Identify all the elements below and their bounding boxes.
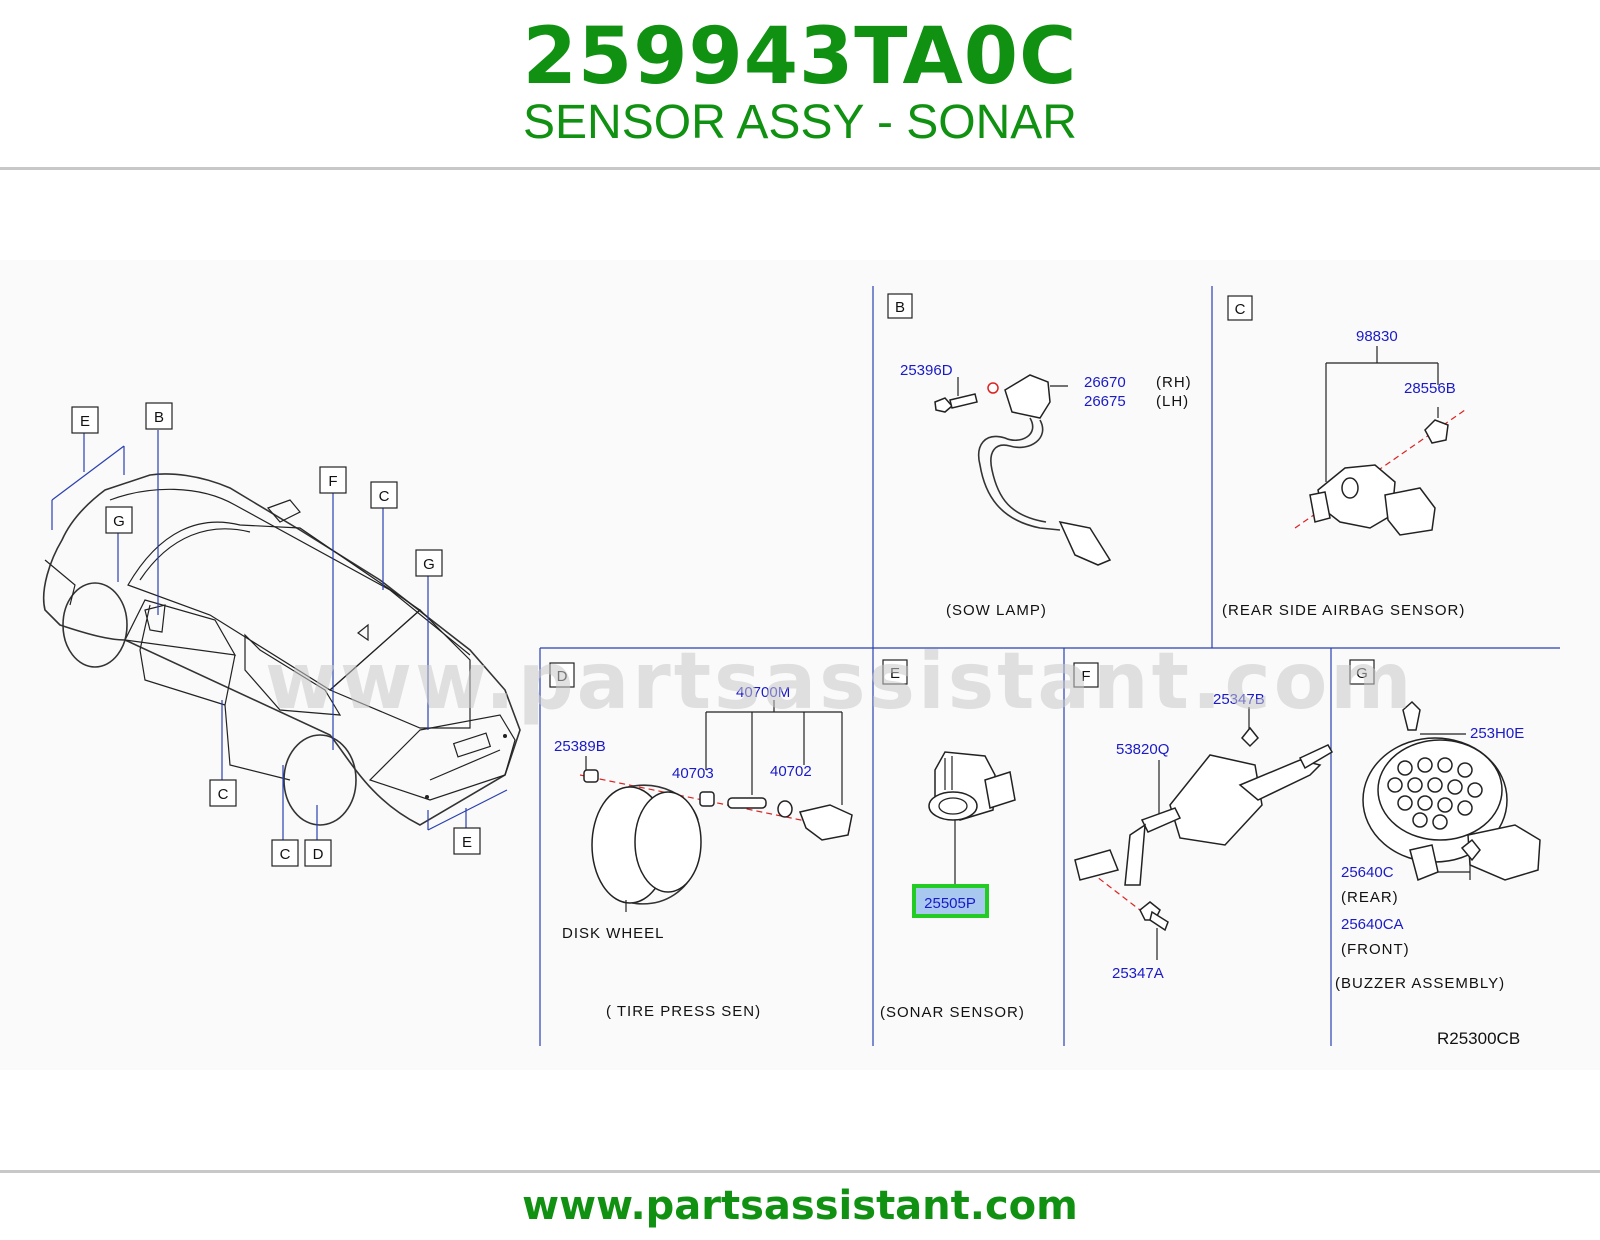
note-rear: (REAR) (1341, 889, 1399, 906)
height-sensor-part (1074, 744, 1334, 886)
callout-box-b: B (145, 402, 173, 430)
valve-stem-shape (727, 797, 767, 809)
callout-box-e-top: E (71, 406, 99, 434)
svg-text:G: G (113, 513, 125, 530)
diagram-background (0, 260, 1600, 1070)
panel-e-letter-box (882, 659, 908, 685)
part-26675[interactable]: 26675 (1084, 393, 1126, 410)
sonar-sensor-part (928, 751, 1016, 821)
panel-c: C 98830 28556B (REAR SIDE AIRBAG SENSOR) (1222, 295, 1466, 619)
airbag-sensor-part (1309, 419, 1449, 536)
callout-box-g-right: G (415, 549, 443, 577)
disk-wheel-part (591, 784, 702, 905)
svg-text:D: D (313, 846, 324, 863)
vehicle-illustration (42, 473, 521, 826)
part-25640c[interactable]: 25640C (1341, 864, 1394, 881)
panel-borders (539, 286, 1560, 1046)
svg-text:C: C (218, 786, 229, 803)
watermark: www.partsassistant.com (265, 637, 1415, 727)
callout-box-g-left: G (105, 506, 133, 534)
note-front: (FRONT) (1341, 941, 1410, 958)
panel-d-letter-box (549, 662, 575, 688)
callout-box-c-bottom: C (271, 839, 299, 867)
nut-25347b-shape (1240, 726, 1260, 748)
svg-text:E: E (80, 413, 90, 430)
panel-b-letter: B (895, 299, 905, 316)
part-25389b[interactable]: 25389B (554, 738, 606, 755)
part-25640ca[interactable]: 25640CA (1341, 916, 1404, 933)
panel-f-letter: F (1081, 668, 1090, 685)
vehicle-callout-lines (51, 430, 508, 840)
footer-url-link[interactable]: www.partsassistant.com (522, 1183, 1078, 1229)
panel-d-caption: ( TIRE PRESS SEN) (606, 1003, 761, 1020)
header-divider (0, 167, 1600, 170)
clip-253h0e-shape (1402, 700, 1421, 731)
disk-wheel-label: DISK WHEEL (562, 925, 665, 942)
part-40703[interactable]: 40703 (672, 765, 714, 782)
callout-box-e-bottom: E (453, 827, 481, 855)
bolt-25347a-shank (1149, 910, 1169, 932)
part-25347a[interactable]: 25347A (1112, 965, 1164, 982)
note-rh: (RH) (1156, 374, 1192, 391)
part-40703-shape (699, 791, 715, 807)
svg-text:G: G (423, 556, 435, 573)
part-40702[interactable]: 40702 (770, 763, 812, 780)
panel-d-letter: D (557, 668, 568, 685)
svg-text:C: C (280, 846, 291, 863)
tpms-sensor-shape (798, 804, 853, 841)
callout-box-c-top: C (370, 481, 398, 509)
valve-cap-25389b (583, 769, 599, 783)
panel-e: E 25505P (SONAR SENSOR) (880, 659, 1025, 1021)
panel-g-letter-box (1349, 659, 1375, 685)
panel-c-letter-box (1227, 295, 1253, 321)
panel-f-letter-box (1073, 662, 1099, 688)
note-lh: (LH) (1156, 393, 1189, 410)
highlight-25505p (912, 884, 989, 918)
panel-e-letter: E (890, 665, 900, 682)
parts-diagram: E B G F C G C C D E B (0, 260, 1600, 1070)
part-number-title: 259943TA0C (522, 12, 1078, 102)
panel-g: G 253H0E 25640C (REA (1335, 659, 1541, 992)
svg-text:F: F (328, 473, 337, 490)
svg-text:B: B (154, 409, 164, 426)
footer-divider (0, 1170, 1600, 1173)
clip-25640c-shape (1460, 838, 1481, 862)
part-25505p[interactable]: 25505P (924, 895, 976, 912)
header: 259943TA0C SENSOR ASSY - SONAR (0, 0, 1600, 168)
part-25396d[interactable]: 25396D (900, 362, 953, 379)
drawing-code: R25300CB (1437, 1029, 1520, 1048)
panel-c-letter: C (1235, 301, 1246, 318)
callout-box-c-side: C (209, 779, 237, 807)
panel-d: D 40700M 25389B 40703 40702 DISK WHEEL (… (549, 662, 853, 1020)
panel-f: F 25347B 53820Q 25347A (1073, 662, 1334, 982)
part-25347b[interactable]: 25347B (1213, 691, 1265, 708)
panel-c-caption: (REAR SIDE AIRBAG SENSOR) (1222, 602, 1465, 619)
part-253h0e[interactable]: 253H0E (1470, 725, 1524, 742)
panel-g-letter: G (1356, 665, 1368, 682)
panel-b-letter-box (887, 293, 913, 319)
sow-lamp-part (978, 374, 1112, 566)
part-description: SENSOR ASSY - SONAR (523, 96, 1077, 149)
part-98830[interactable]: 98830 (1356, 328, 1398, 345)
callout-box-d: D (304, 839, 332, 867)
svg-text:C: C (379, 488, 390, 505)
seal-40702-shape (777, 800, 793, 818)
part-26670[interactable]: 26670 (1084, 374, 1126, 391)
part-40700m[interactable]: 40700M (736, 684, 790, 701)
part-28556b[interactable]: 28556B (1404, 380, 1456, 397)
panel-b: B 25396D 26670 26675 (RH) (LH) (SOW LAMP… (887, 293, 1192, 619)
panel-e-caption: (SONAR SENSOR) (880, 1004, 1025, 1021)
panel-b-caption: (SOW LAMP) (946, 602, 1047, 619)
callout-box-f: F (319, 466, 347, 494)
bolt-25396d (934, 393, 978, 413)
buzzer-part (1362, 737, 1541, 882)
part-53820q[interactable]: 53820Q (1116, 741, 1169, 758)
panel-g-caption: (BUZZER ASSEMBLY) (1335, 975, 1505, 992)
svg-text:E: E (462, 834, 472, 851)
